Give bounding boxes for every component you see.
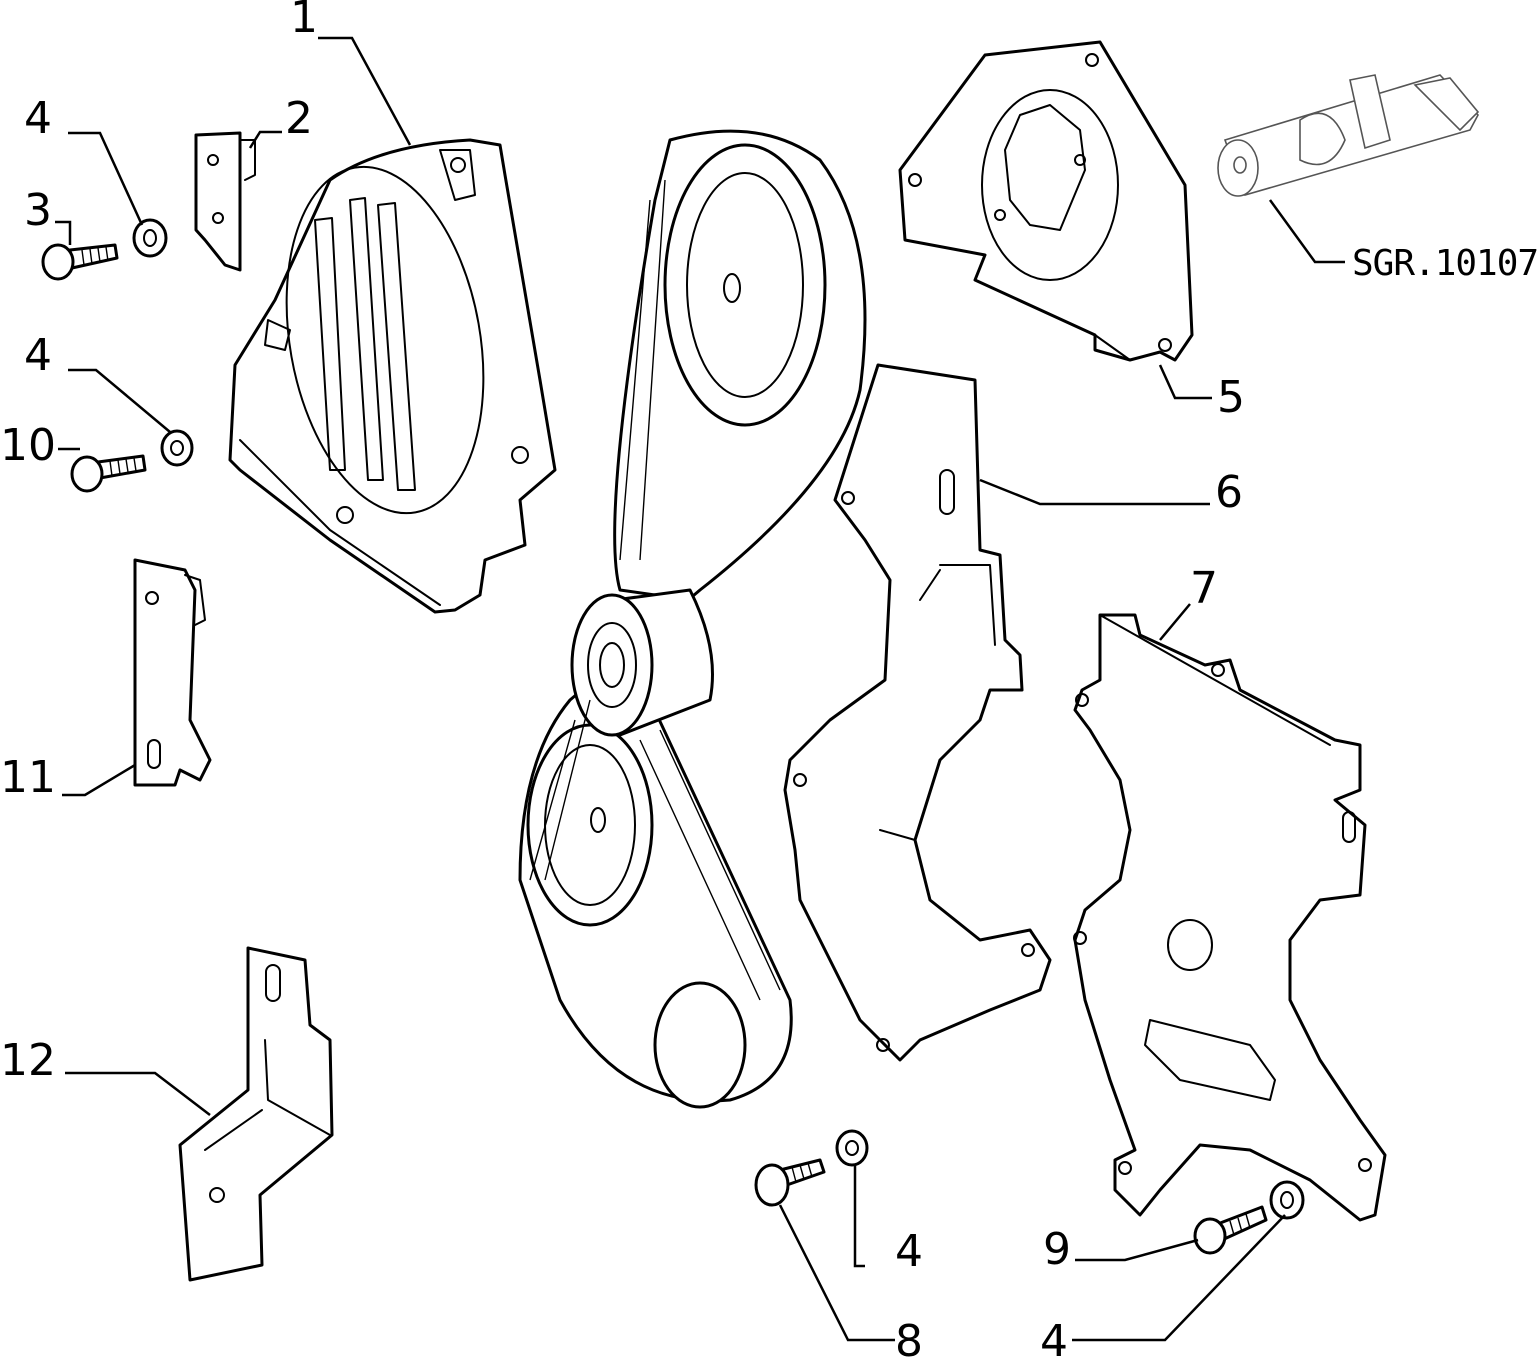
callout-8: 8 <box>895 1316 923 1359</box>
callout-5: 5 <box>1217 372 1245 423</box>
callout-3: 3 <box>24 185 52 236</box>
long-bracket <box>133 558 212 787</box>
bolt-3 <box>41 243 119 281</box>
bolt-9 <box>1193 1205 1268 1255</box>
callout-7: 7 <box>1190 563 1218 614</box>
washer-lower-center <box>835 1129 869 1167</box>
callout-11: 11 <box>0 752 56 803</box>
timing-belt-assembly <box>518 129 867 1109</box>
callout-12: 12 <box>0 1035 56 1086</box>
washer-lower-right <box>1269 1180 1305 1220</box>
callout-4: 4 <box>1040 1316 1068 1359</box>
bolt-8 <box>754 1158 826 1207</box>
callout-1: 1 <box>290 0 318 43</box>
lower-bracket <box>178 946 334 1282</box>
camshaft <box>1217 74 1480 197</box>
bolt-10 <box>70 454 147 493</box>
center-shield <box>783 363 1052 1062</box>
reference-code: SGR.10107 <box>1352 243 1538 284</box>
callout-4: 4 <box>24 93 52 144</box>
lower-cover <box>1073 613 1387 1222</box>
washer-upper <box>132 218 168 258</box>
leader-lines <box>55 36 1345 1342</box>
callout-2: 2 <box>285 93 313 144</box>
callout-4: 4 <box>24 330 52 381</box>
callout-6: 6 <box>1215 467 1243 518</box>
callout-9: 9 <box>1043 1224 1071 1275</box>
rear-cover-plate <box>898 40 1194 362</box>
callout-4: 4 <box>895 1226 923 1277</box>
upper-belt-cover <box>228 138 557 614</box>
small-bracket <box>194 131 256 272</box>
callout-10: 10 <box>0 420 56 471</box>
washer-middle <box>160 429 194 467</box>
